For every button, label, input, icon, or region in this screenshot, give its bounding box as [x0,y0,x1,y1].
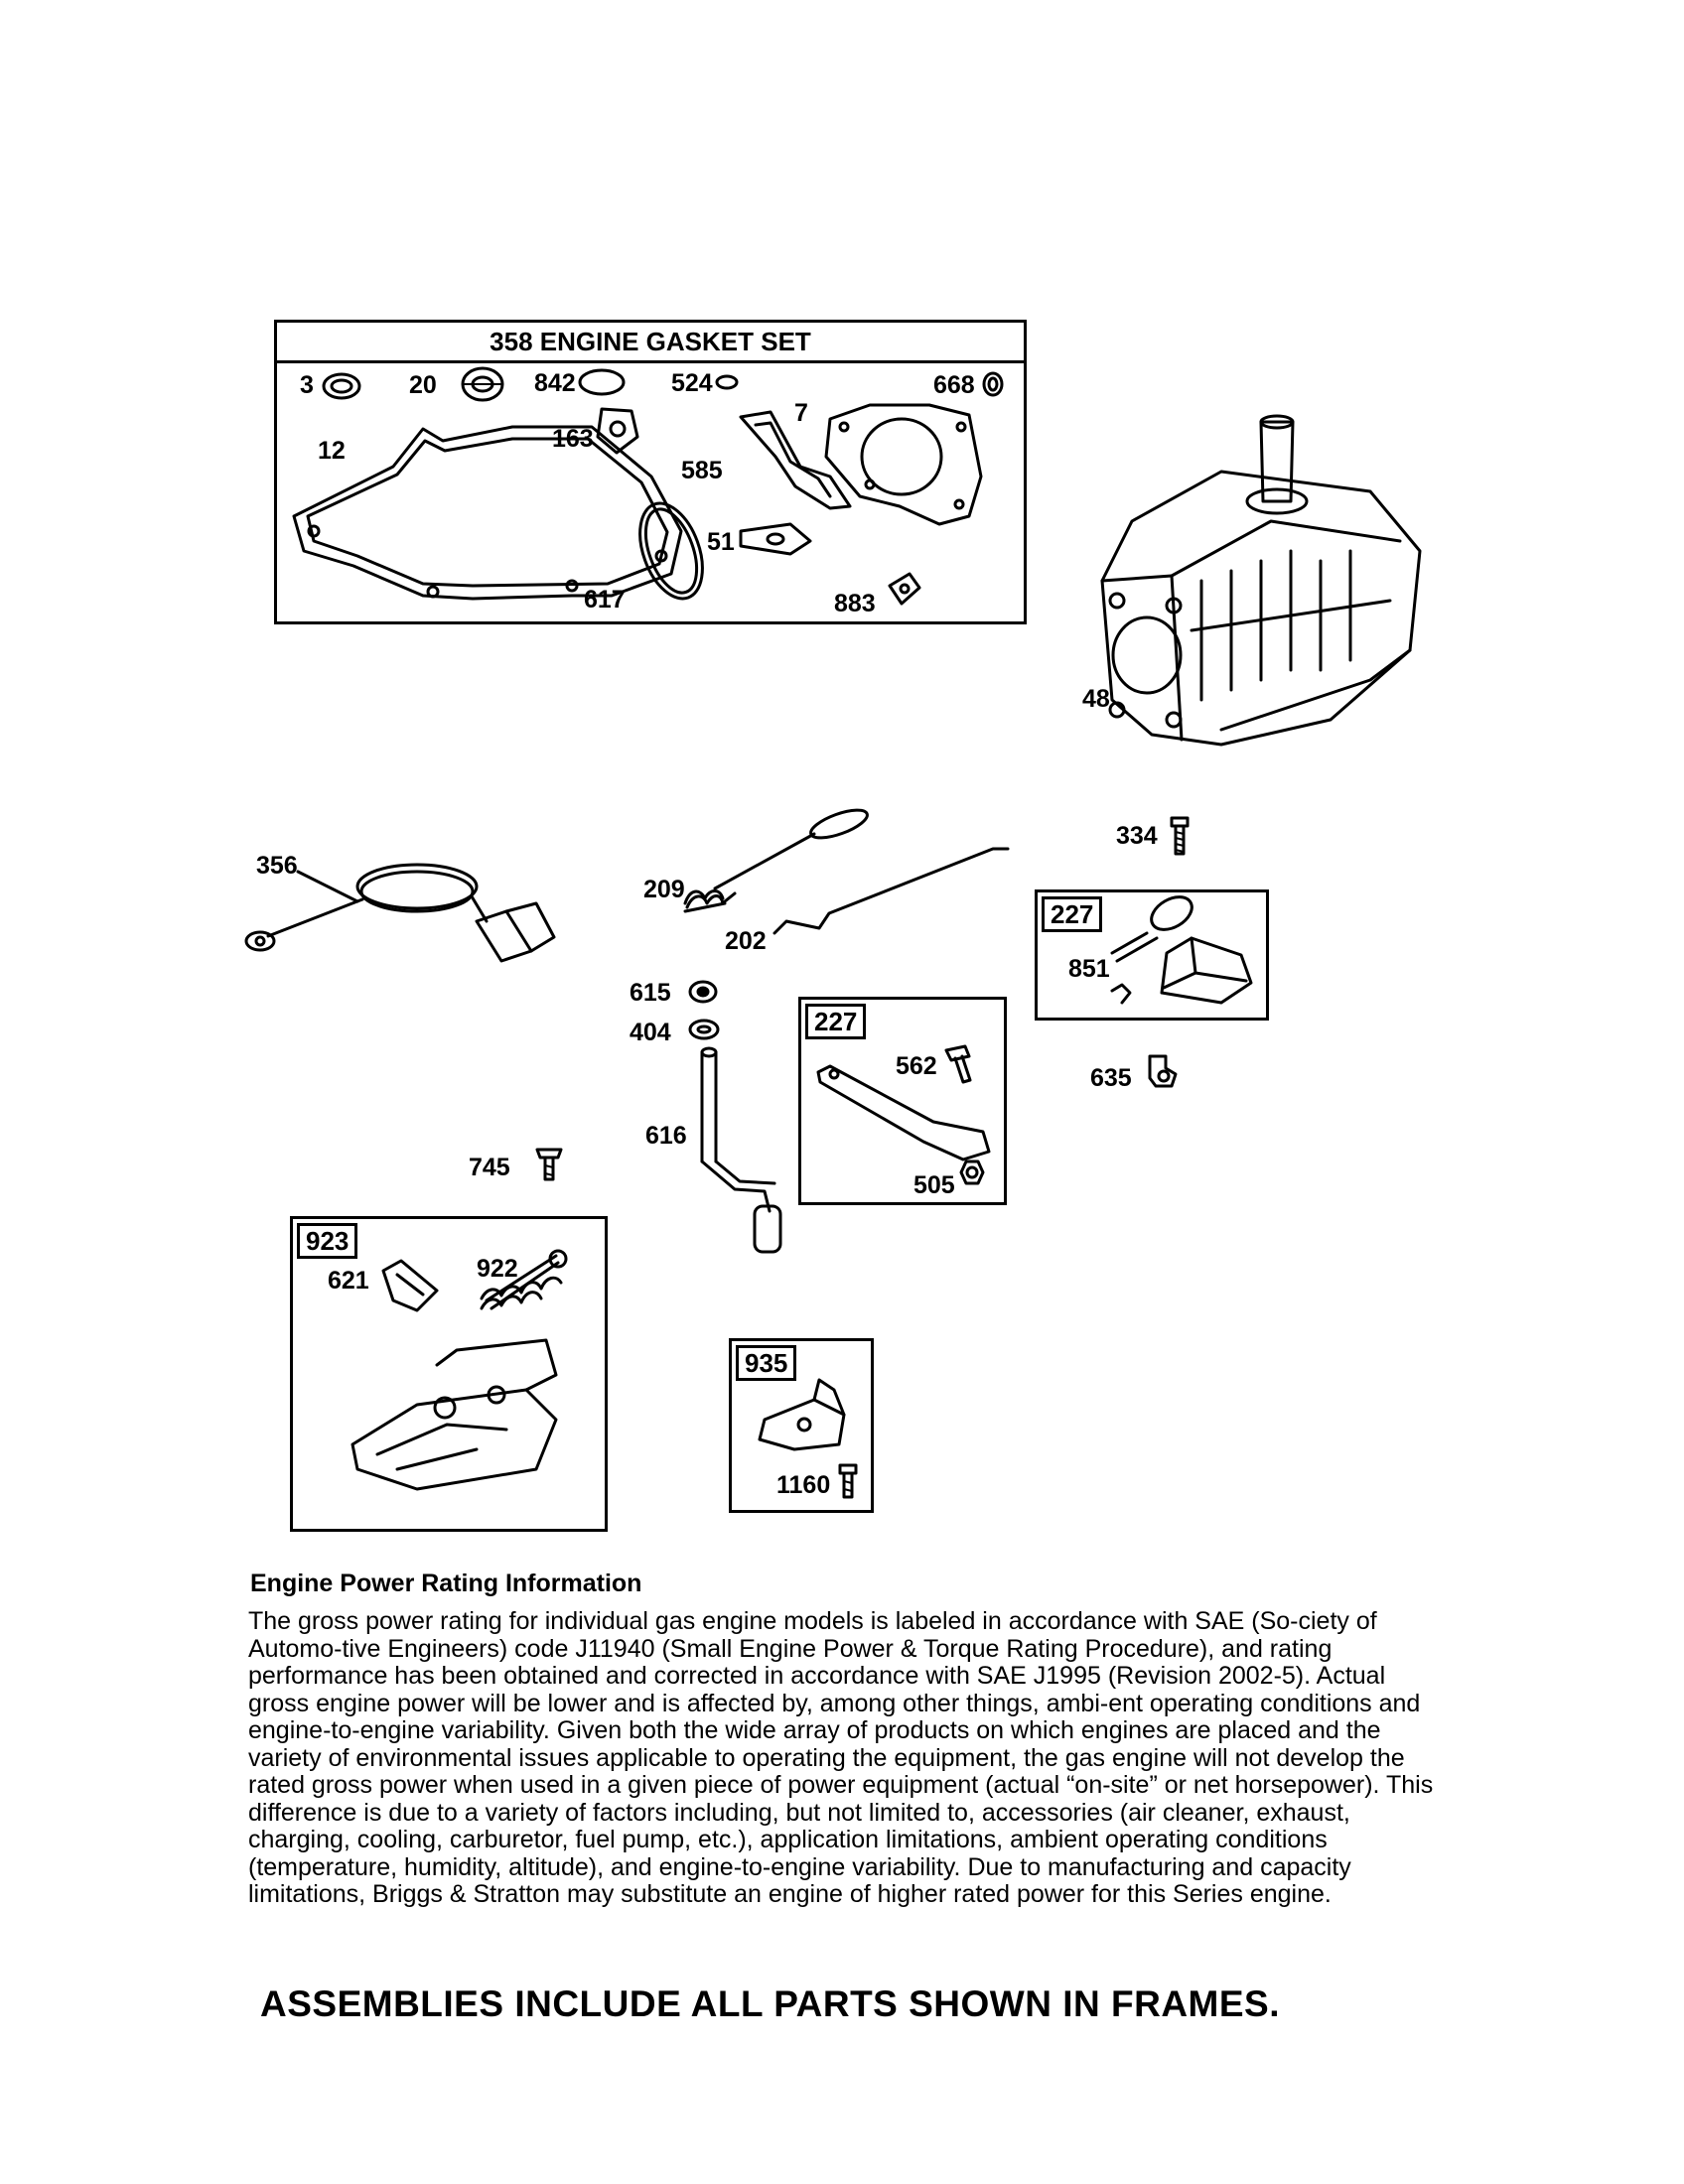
part-635-icon [1148,1054,1178,1088]
frame-935: 935 [729,1338,874,1513]
frame-227-lever: 227 [798,997,1007,1205]
part-615-icon [688,980,718,1004]
frame-923-control: 923 [290,1216,608,1532]
part-334: 334 [1116,822,1158,850]
part-404-icon [688,1019,720,1040]
ground-wire-356-drawing [244,863,556,963]
control-bracket-923-drawing [351,1249,568,1491]
part-356: 356 [256,852,298,880]
nut-505-icon [959,1160,985,1185]
screw-745-icon [535,1148,563,1181]
part-851: 851 [1068,955,1110,983]
power-rating-heading: Engine Power Rating Information [250,1570,642,1597]
part-404: 404 [630,1019,671,1046]
part-48: 48 [1082,685,1110,713]
frame-227-armature: 227 [1035,889,1269,1021]
part-922: 922 [477,1255,518,1283]
gasket-part-3: 3 [300,371,314,399]
bolt-334-icon [1170,816,1190,856]
gasket-set-frame: 358 ENGINE GASKET SET [274,320,1027,624]
governor-shaft-616-drawing [700,1046,782,1254]
governor-spring-link-drawing [683,808,1010,935]
gasket-part-842: 842 [534,369,576,397]
gasket-set-drawing [292,366,1004,606]
armature-851-drawing [1110,895,1253,1005]
lever-227-drawing [816,1064,991,1161]
bolt-1160-icon [838,1463,858,1499]
gasket-part-617: 617 [584,586,626,614]
part-615: 615 [630,979,671,1007]
part-562: 562 [896,1052,937,1080]
power-rating-text: The gross power rating for individual ga… [248,1607,1434,1908]
engine-block-drawing [1100,414,1422,747]
gasket-part-163: 163 [552,425,594,453]
part-745: 745 [469,1154,510,1181]
gasket-part-20: 20 [409,371,437,399]
screw-562-icon [944,1044,972,1084]
part-621: 621 [328,1267,369,1295]
gasket-part-585: 585 [681,457,723,484]
frame-923-tag: 923 [297,1223,358,1259]
bracket-935-drawing [758,1378,846,1451]
part-616: 616 [645,1122,687,1150]
gasket-part-7: 7 [794,399,808,427]
frame-227-armature-tag: 227 [1042,896,1103,932]
gasket-part-12: 12 [318,437,346,465]
frame-935-tag: 935 [736,1345,797,1381]
part-635: 635 [1090,1064,1132,1092]
part-202: 202 [725,927,767,955]
assemblies-note: ASSEMBLIES INCLUDE ALL PARTS SHOWN IN FR… [260,1983,1281,2024]
gasket-part-668: 668 [933,371,975,399]
gasket-part-883: 883 [834,590,876,617]
part-1160: 1160 [776,1471,831,1499]
gasket-set-title: 358 ENGINE GASKET SET [277,323,1024,363]
gasket-part-524: 524 [671,369,713,397]
frame-227-lever-tag: 227 [805,1004,867,1039]
part-505: 505 [913,1171,955,1199]
gasket-part-51: 51 [707,528,735,556]
part-209: 209 [643,876,685,903]
